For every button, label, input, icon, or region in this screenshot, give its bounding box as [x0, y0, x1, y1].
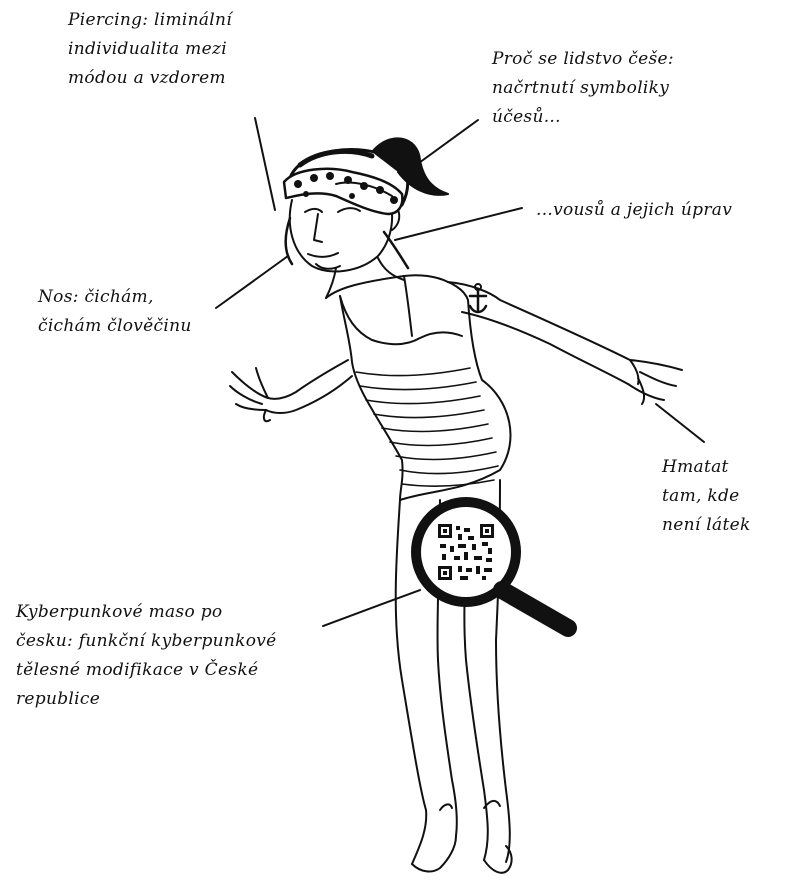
qr-code-icon: [438, 524, 494, 580]
annotation-line: tělesné modifikace v České: [16, 656, 277, 685]
foot-left: [412, 836, 456, 871]
annotation-line: česku: funkční kyberpunkové: [16, 627, 277, 656]
annotation-line: Hmatat: [662, 453, 751, 482]
leader-line-vousy: [395, 208, 522, 240]
annotation-line: módou a vzdorem: [68, 64, 232, 93]
annotation-line: Nos: čichám,: [38, 283, 192, 312]
annotation-line: republice: [16, 685, 277, 714]
tattoo-anchor: [470, 290, 486, 312]
annotation-line: individualita mezi: [68, 35, 232, 64]
annotation-piercing: Piercing: liminální individualita mezi m…: [68, 6, 232, 93]
annotation-line: Kyberpunkové maso po: [16, 598, 277, 627]
leader-line-ucesy: [412, 120, 478, 168]
hand-right: [628, 360, 682, 404]
leader-line-piercing: [255, 118, 275, 210]
annotation-hmatat: Hmatat tam, kde není látek: [662, 453, 751, 540]
swimsuit-stripes: [356, 368, 498, 486]
shoulder-line: [326, 275, 448, 298]
annotation-line: načrtnutí symboliky: [492, 74, 674, 103]
annotation-line: účesů...: [492, 103, 674, 132]
annotation-nos: Nos: čichám, čichám člověčinu: [38, 283, 192, 341]
annotation-kyber: Kyberpunkové maso po česku: funkční kybe…: [16, 598, 277, 714]
leader-line-nos: [216, 256, 288, 308]
hand-left: [230, 368, 270, 421]
annotation-vousy: ...vousů a jejich úprav: [536, 196, 732, 225]
hair-top: [300, 151, 372, 165]
annotation-line: Proč se lidstvo češe:: [492, 45, 674, 74]
annotation-ucesy: Proč se lidstvo češe: načrtnutí symbolik…: [492, 45, 674, 132]
eye-left: [305, 209, 322, 212]
annotation-line: tam, kde: [662, 482, 751, 511]
annotation-line: ...vousů a jejich úprav: [536, 196, 732, 225]
swimsuit-outline: [340, 282, 510, 500]
mouth: [308, 253, 338, 257]
arm-right: [448, 282, 630, 360]
eye-right: [338, 208, 360, 212]
chest-line: [372, 332, 462, 344]
leader-line-kyber: [323, 590, 420, 626]
strap-right: [404, 276, 412, 336]
leader-line-hmatat: [656, 404, 704, 442]
nose: [314, 214, 322, 242]
annotation-line: není látek: [662, 511, 751, 540]
annotation-line: Piercing: liminální: [68, 6, 232, 35]
annotation-line: čichám člověčinu: [38, 312, 192, 341]
arm-left: [268, 360, 348, 399]
